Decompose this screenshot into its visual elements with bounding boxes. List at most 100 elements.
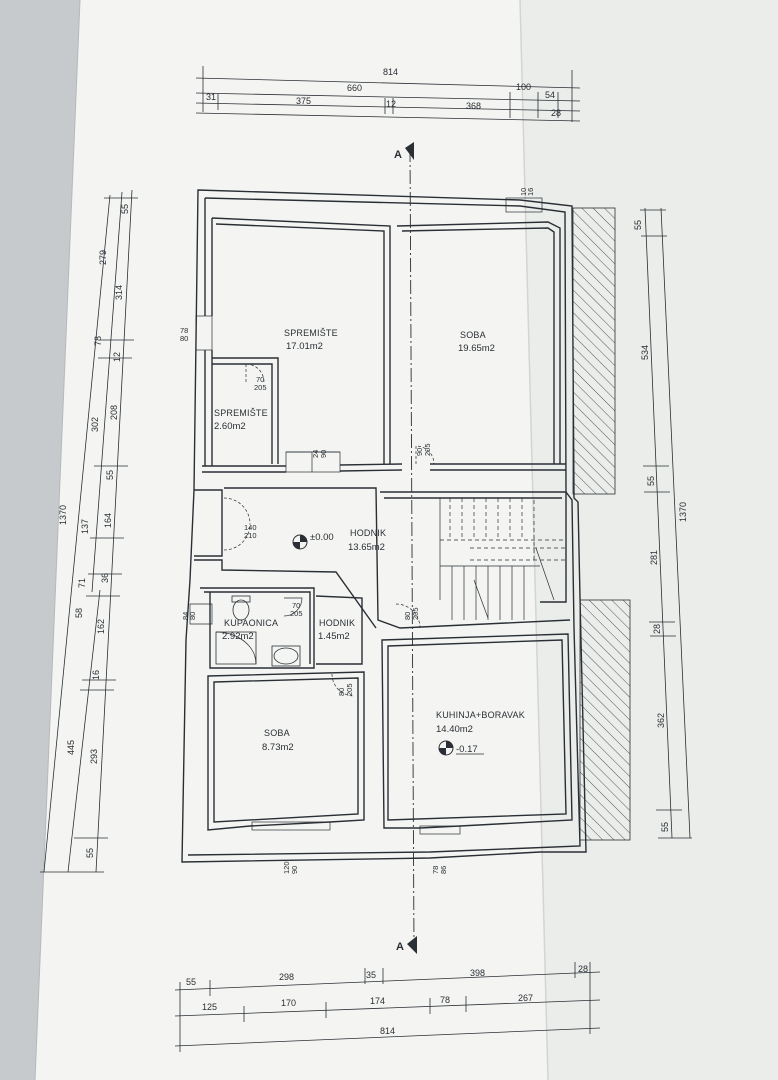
door-dim: 80 <box>180 334 188 343</box>
dim-right-55b: 55 <box>646 476 656 486</box>
sink-icon <box>273 647 299 665</box>
dim-corner: 16 <box>526 188 535 196</box>
top-dimensions <box>195 66 581 122</box>
room-area: 2.60m2 <box>214 421 246 432</box>
dim-left-71: 71 <box>77 578 87 588</box>
dim-top-100: 100 <box>516 82 531 92</box>
room-area: 13.65m2 <box>348 542 385 553</box>
door-dim: 80 <box>337 688 346 696</box>
dim-left-293: 293 <box>89 749 99 764</box>
dim-left-302: 302 <box>90 417 100 432</box>
room-name: SOBA <box>264 728 290 738</box>
door-dim: 24 <box>311 450 320 458</box>
door-dim: 78 <box>180 326 188 335</box>
dim-corner: 10 <box>519 188 528 196</box>
door-dim: 78 <box>431 866 440 874</box>
left-dimensions <box>40 189 138 873</box>
dim-left-279: 279 <box>98 250 108 265</box>
dim-left-16: 16 <box>91 670 101 680</box>
level-kitchen-text: -0.17 <box>456 744 478 755</box>
room-name: HODNIK <box>319 618 355 628</box>
dim-bot-55: 55 <box>186 977 196 987</box>
dim-left-314: 314 <box>114 285 124 300</box>
door-dim: 205 <box>345 683 354 696</box>
room-area: 19.65m2 <box>458 343 495 354</box>
door-dim: 120 <box>282 861 291 874</box>
room-soba-bottom: SOBA 8.73m2 <box>262 728 294 753</box>
dim-right-55a: 55 <box>633 220 643 230</box>
door-dim: 205 <box>290 609 303 618</box>
room-area: 1.45m2 <box>318 631 350 642</box>
door-dim: 210 <box>244 531 257 540</box>
dim-bot-814: 814 <box>380 1026 395 1036</box>
dim-left-1370: 1370 <box>58 505 68 525</box>
room-kupaonica: KUPAONICA 2.92m2 <box>222 618 278 642</box>
room-area: 17.01m2 <box>286 341 323 352</box>
dim-top-28: 28 <box>551 108 561 118</box>
walls <box>181 189 587 863</box>
dim-left-208: 208 <box>109 405 119 420</box>
room-hodnik-main: HODNIK 13.65m2 <box>348 528 386 553</box>
dim-left-55b: 55 <box>105 470 115 480</box>
door-dim: 90 <box>415 448 424 456</box>
bottom-dimension-labels: 55 298 35 398 28 125 170 174 78 267 814 <box>186 964 588 1036</box>
room-spremiste-big: SPREMIŠTE 17.01m2 <box>284 328 338 352</box>
door-dim: 80 <box>403 612 412 620</box>
room-area: 14.40m2 <box>436 724 473 735</box>
door-dim: 205 <box>411 607 420 620</box>
right-dimension-labels: 55 534 55 281 28 362 55 1370 <box>633 220 688 832</box>
dim-left-55c: 55 <box>85 848 95 858</box>
dim-right-1370: 1370 <box>678 502 688 522</box>
dim-bot-174: 174 <box>370 996 385 1006</box>
dim-bot-298: 298 <box>279 972 294 982</box>
dim-bot-28: 28 <box>578 964 588 974</box>
dim-left-78: 78 <box>93 336 103 346</box>
section-label-top: A <box>394 149 402 161</box>
doors <box>189 197 543 835</box>
dim-left-55a: 55 <box>120 204 130 214</box>
dim-bot-398: 398 <box>470 968 485 978</box>
level-marker-kitchen: -0.17 <box>438 740 484 756</box>
room-name: SPREMIŠTE <box>284 328 338 338</box>
left-dimension-labels: 1370 445 314 78 302 137 71 58 55 279 12 … <box>58 204 130 858</box>
toilet-icon <box>232 599 250 621</box>
dim-left-12: 12 <box>112 352 122 362</box>
dim-top-368: 368 <box>466 101 481 111</box>
door-dim: 90 <box>319 450 328 458</box>
top-dimension-labels: 814 660 100 31 375 12 368 54 28 <box>206 67 561 118</box>
door-dim: 84 <box>181 612 190 620</box>
room-name: KUPAONICA <box>224 618 278 628</box>
dim-top-660: 660 <box>347 83 362 93</box>
dim-bot-267: 267 <box>518 993 533 1003</box>
right-dimensions <box>640 207 692 839</box>
door-dim: 90 <box>290 866 299 874</box>
dim-left-36: 36 <box>100 573 110 583</box>
dim-bot-170: 170 <box>281 998 296 1008</box>
room-hodnik-small: HODNIK 1.45m2 <box>318 618 355 642</box>
room-spremiste-small: SPREMIŠTE 2.60m2 <box>214 408 268 432</box>
door-dimension-labels: 78 80 70 205 24 90 90 205 140 210 70 205… <box>180 188 535 874</box>
dim-bot-125: 125 <box>202 1002 217 1012</box>
dim-bot-35: 35 <box>366 970 376 980</box>
door-dim: 80 <box>188 612 197 620</box>
door-dim: 205 <box>254 383 267 392</box>
dim-left-137: 137 <box>80 519 90 534</box>
dim-right-55c: 55 <box>660 822 670 832</box>
dim-top-total: 814 <box>383 67 398 77</box>
room-name: SPREMIŠTE <box>214 408 268 418</box>
door-dim: 205 <box>423 443 432 456</box>
stairs <box>439 498 566 620</box>
dim-left-162: 162 <box>96 619 106 634</box>
room-soba-top: SOBA 19.65m2 <box>458 330 495 354</box>
room-name: SOBA <box>460 330 486 340</box>
retaining-wall-hatch <box>572 207 631 841</box>
door-dim: 140 <box>244 523 257 532</box>
bottom-dimensions <box>174 962 601 1052</box>
dim-left-445: 445 <box>66 740 76 755</box>
dim-left-164: 164 <box>103 513 113 528</box>
dim-right-281: 281 <box>649 550 659 565</box>
room-area: 2.92m2 <box>222 631 254 642</box>
dim-top-31: 31 <box>206 92 216 102</box>
